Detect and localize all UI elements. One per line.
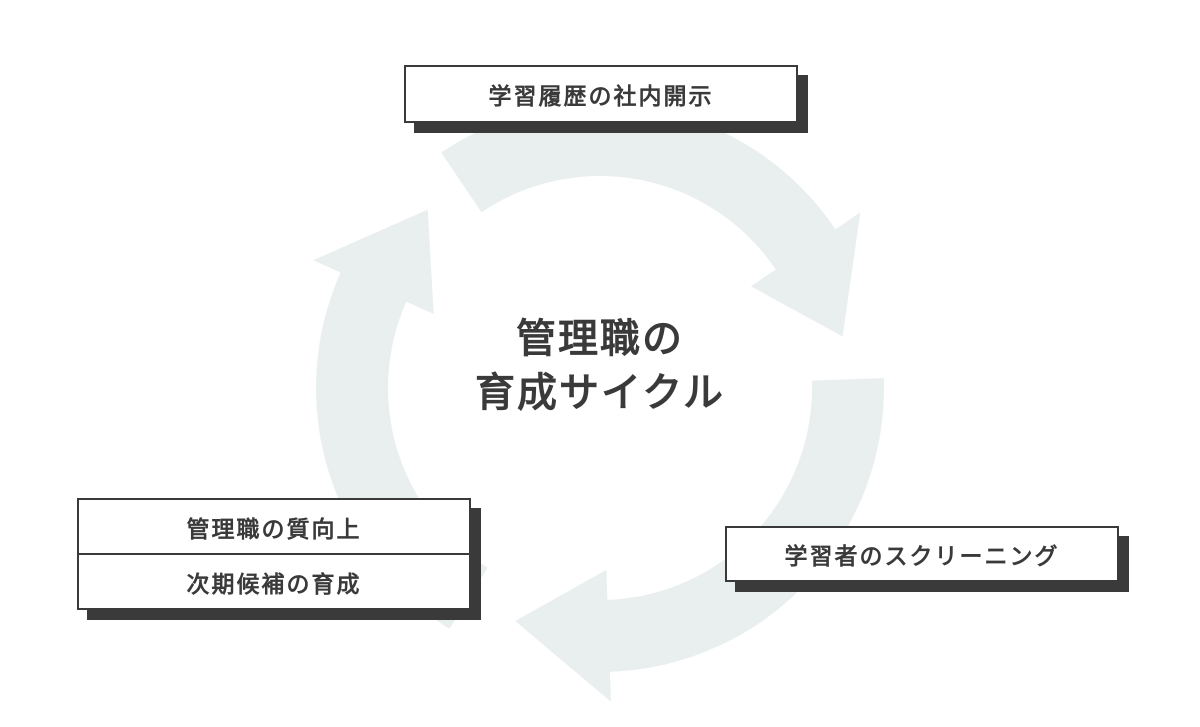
- step-label-left-2: 次期候補の育成: [186, 571, 362, 598]
- step-box-right: 学習者のスクリーニング: [725, 526, 1119, 582]
- step-box-top: 学習履歴の社内開示: [404, 65, 798, 123]
- step-label-top: 学習履歴の社内開示: [488, 84, 714, 110]
- step-label-right: 学習者のスクリーニング: [784, 544, 1060, 570]
- step-row-2: 次期候補の育成: [79, 553, 469, 608]
- step-row-1: 管理職の質向上: [79, 500, 469, 553]
- step-box-left: 管理職の質向上 次期候補の育成: [77, 498, 471, 610]
- cycle-arrow-bottom: [515, 378, 884, 702]
- cycle-arrow-top-right: [441, 104, 861, 337]
- step-label-left-1: 管理職の質向上: [186, 516, 362, 543]
- cycle-title-line2: 育成サイクル: [475, 370, 725, 416]
- cycle-title: 管理職の 育成サイクル: [400, 312, 800, 420]
- cycle-title-line1: 管理職の: [516, 316, 684, 362]
